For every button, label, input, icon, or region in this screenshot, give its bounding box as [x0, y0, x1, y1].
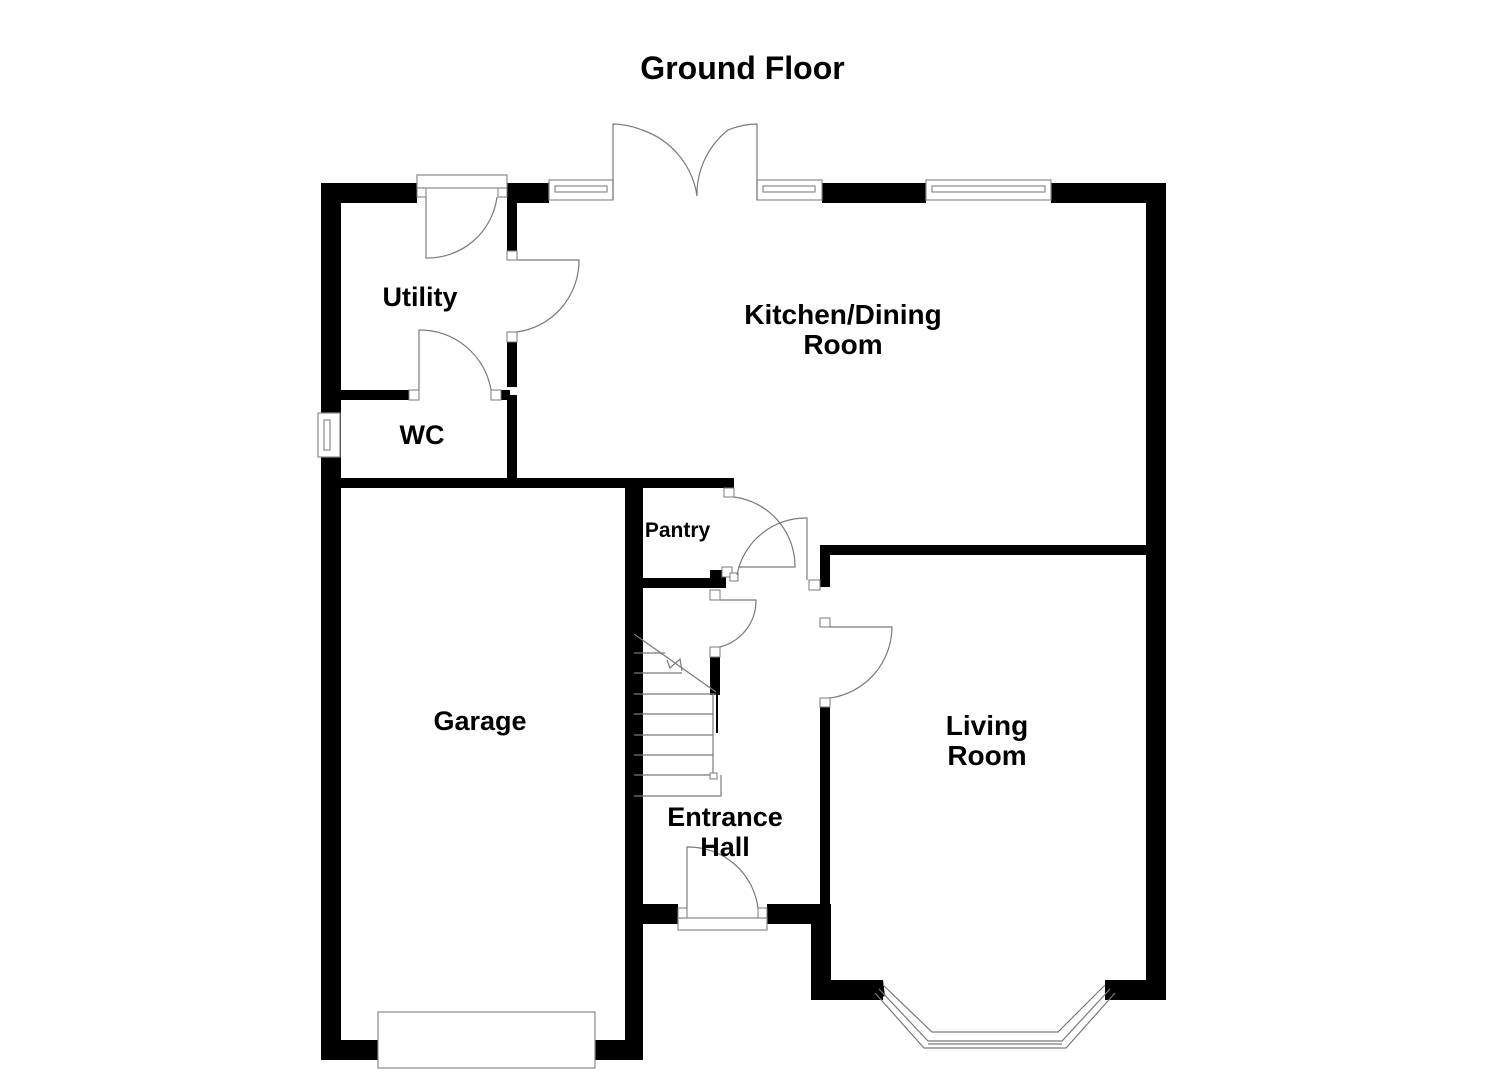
room-label-living: Living Room: [907, 711, 1067, 771]
room-label-living-line1: Living: [945, 710, 1029, 741]
room-label-entrance-line1: Entrance: [667, 802, 783, 832]
doors: [408, 123, 893, 909]
room-label-kitchen: Kitchen/Dining Room: [703, 300, 983, 360]
room-label-living-line2: Room: [947, 740, 1027, 771]
walls: [321, 183, 1166, 1060]
staircase: [633, 633, 722, 797]
room-label-wc: WC: [399, 420, 445, 450]
room-label-kitchen-line1: Kitchen/Dining: [744, 299, 942, 330]
room-label-pantry: Pantry: [644, 519, 711, 542]
floor-title: Ground Floor: [640, 50, 845, 86]
room-label-entrance-hall: Entrance Hall: [640, 802, 810, 862]
windows: [317, 174, 1116, 1069]
room-label-utility: Utility: [382, 282, 458, 312]
room-label-kitchen-line2: Room: [803, 329, 883, 360]
room-label-entrance-line2: Hall: [700, 832, 750, 862]
room-label-garage: Garage: [433, 706, 527, 736]
